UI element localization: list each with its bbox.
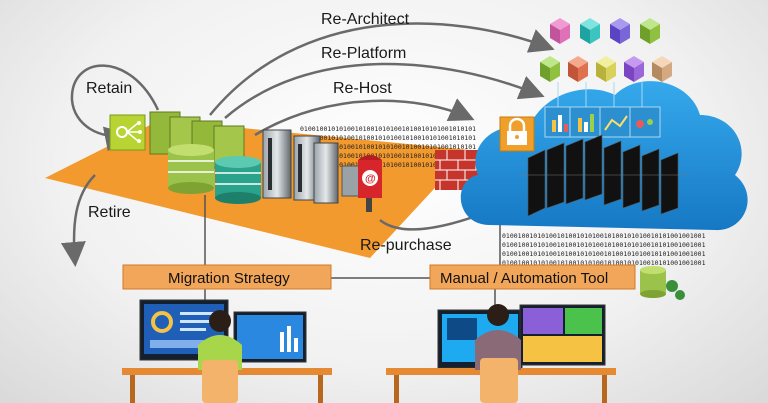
left-workstation	[122, 299, 332, 403]
cloud-server-racks	[527, 134, 679, 217]
re-host-arrow	[254, 98, 475, 137]
retain-arrow	[70, 64, 160, 152]
database-teal	[215, 156, 261, 204]
svg-text:010010010101001010010101001010: 0100100101010010100101010010100101010010…	[502, 250, 706, 258]
re-host-label: Re-Host	[333, 80, 392, 97]
server-tower-3	[313, 142, 339, 204]
binary-stream-top: 0100100101010010100101010010100101010010…	[300, 125, 476, 169]
svg-text:Manual / Automation Tool: Manual / Automation Tool	[440, 270, 608, 287]
svg-text:010010010101001010010101001010: 0100100101010010100101010010100101010010…	[502, 259, 706, 267]
re-purchase-label: Re-purchase	[360, 237, 452, 254]
gear-database-icon	[640, 266, 685, 300]
svg-text:010010010101001010010101001010: 0100100101010010100101010010100101010010…	[300, 143, 476, 151]
svg-text:010010010101001010010101001010: 0100100101010010100101010010100101010010…	[300, 152, 476, 160]
svg-text:010010010101001010010101001010: 0100100101010010100101010010100101010010…	[300, 161, 476, 169]
automation-tool-bar: Manual / Automation Tool	[429, 264, 636, 290]
mailbox-icon: @	[341, 155, 382, 212]
cube-grid	[540, 18, 672, 107]
database-green	[168, 144, 214, 194]
svg-text:010010010101001010010101001010: 0100100101010010100101010010100101010010…	[300, 134, 476, 142]
migration-strategy-bar: Migration Strategy	[122, 264, 332, 290]
svg-text:Migration Strategy: Migration Strategy	[168, 270, 290, 287]
svg-text:010010010101001010010101001010: 0100100101010010100101010010100101010010…	[300, 125, 476, 133]
re-platform-arrow	[224, 62, 545, 119]
svg-text:010010010101001010010101001010: 0100100101010010100101010010100101010010…	[502, 232, 706, 240]
right-workstation	[386, 304, 616, 403]
re-platform-label: Re-Platform	[321, 45, 406, 62]
re-architect-arrow	[209, 22, 555, 116]
retire-arrow	[60, 174, 96, 267]
server-tower-1	[262, 129, 292, 199]
retain-label: Retain	[86, 80, 132, 97]
chart-icon	[544, 106, 661, 138]
lock-icon	[499, 116, 535, 152]
binary-stream-bottom: 0100100101010010100101010010100101010010…	[502, 232, 706, 267]
retire-label: Retire	[88, 204, 131, 221]
svg-text:@: @	[365, 173, 376, 185]
re-architect-label: Re-Architect	[321, 11, 410, 28]
svg-text:010010010101001010010101001010: 0100100101010010100101010010100101010010…	[502, 241, 706, 249]
hierarchy-icon	[109, 114, 146, 151]
